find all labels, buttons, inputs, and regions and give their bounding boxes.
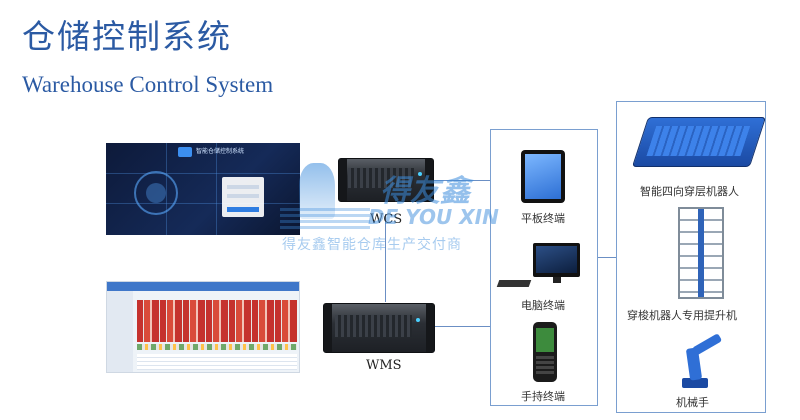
devices-group (616, 101, 766, 413)
page-title-cn: 仓储控制系统 (22, 17, 232, 56)
terminals-group (490, 129, 598, 406)
wms-terminals-connector (435, 326, 490, 327)
watermark-mascot-icon (299, 163, 335, 219)
shuttle-robot-icon (631, 117, 767, 167)
watermark-brand: 得友鑫 (380, 174, 470, 209)
computer-icon (533, 243, 580, 277)
shuttle-label: 智能四向穿层机器人 (640, 185, 739, 198)
wms-label: WMS (366, 358, 402, 373)
wcs-server (338, 158, 434, 202)
lift-icon (678, 207, 724, 299)
arm-label: 机械手 (676, 396, 709, 409)
wms-server (323, 303, 435, 353)
wms-grid-screenshot (106, 281, 300, 373)
logo-icon (178, 147, 192, 157)
lift-label: 穿梭机器人专用提升机 (627, 309, 737, 322)
tablet-label: 平板终端 (521, 212, 565, 225)
watermark-brand-en: DE YOU XIN (368, 205, 499, 229)
login-form (222, 177, 264, 217)
handheld-label: 手持终端 (521, 390, 565, 403)
watermark-tagline: 得友鑫智能仓库生产交付商 (282, 237, 462, 253)
storage-grid (137, 300, 297, 342)
page-title-en: Warehouse Control System (22, 72, 274, 97)
robot-arm-icon (682, 378, 708, 388)
terminals-devices-connector (598, 257, 616, 258)
wcs-label: WCS (370, 212, 403, 227)
wcs-login-screenshot: 智能仓储控制系统 (106, 143, 300, 235)
tablet-icon (521, 150, 565, 203)
wcs-wms-connector (385, 214, 386, 302)
wcs-terminals-connector (434, 180, 490, 181)
screen-system-name: 智能仓储控制系统 (196, 148, 245, 155)
computer-label: 电脑终端 (521, 299, 565, 312)
keyboard-icon (496, 280, 532, 287)
truck-hub-icon (134, 171, 178, 215)
handheld-icon (533, 322, 557, 382)
